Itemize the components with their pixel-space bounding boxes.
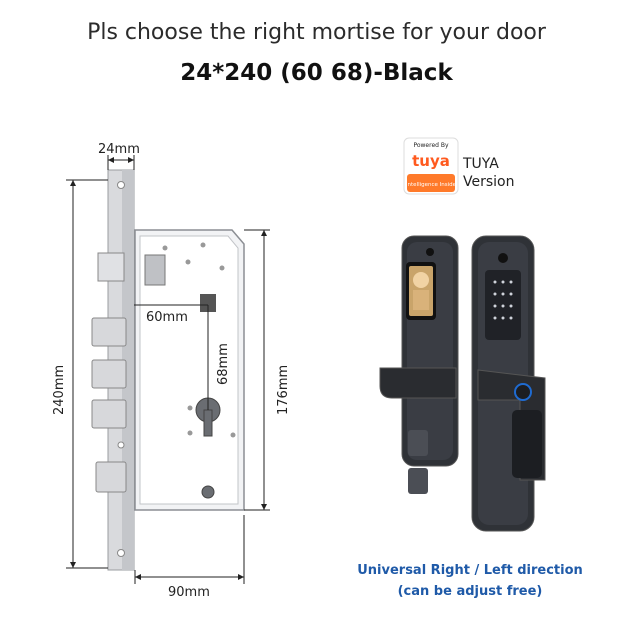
dim-faceplate-width: 24mm (98, 142, 140, 157)
tuya-label-line1: TUYA (463, 156, 499, 172)
dim-body-width: 90mm (168, 585, 210, 600)
tuya-subtitle: Intelligence Inside (406, 182, 457, 188)
tuya-brand: tuya (412, 152, 450, 170)
caption-line2: (can be adjust free) (397, 584, 543, 599)
dim-horizontal-spacing: 60mm (146, 310, 188, 325)
caption-line1: Universal Right / Left direction (357, 563, 583, 578)
tuya-version-label: TUYA Version (463, 155, 514, 191)
tuya-powered-by: Powered By (413, 142, 449, 149)
subheadline: 24*240 (60 68)-Black (180, 60, 453, 86)
tuya-label-line2: Version (463, 174, 515, 190)
headline: Pls choose the right mortise for your do… (87, 20, 546, 45)
tuya-logo: Powered By tuya Intelligence Inside (403, 137, 459, 195)
